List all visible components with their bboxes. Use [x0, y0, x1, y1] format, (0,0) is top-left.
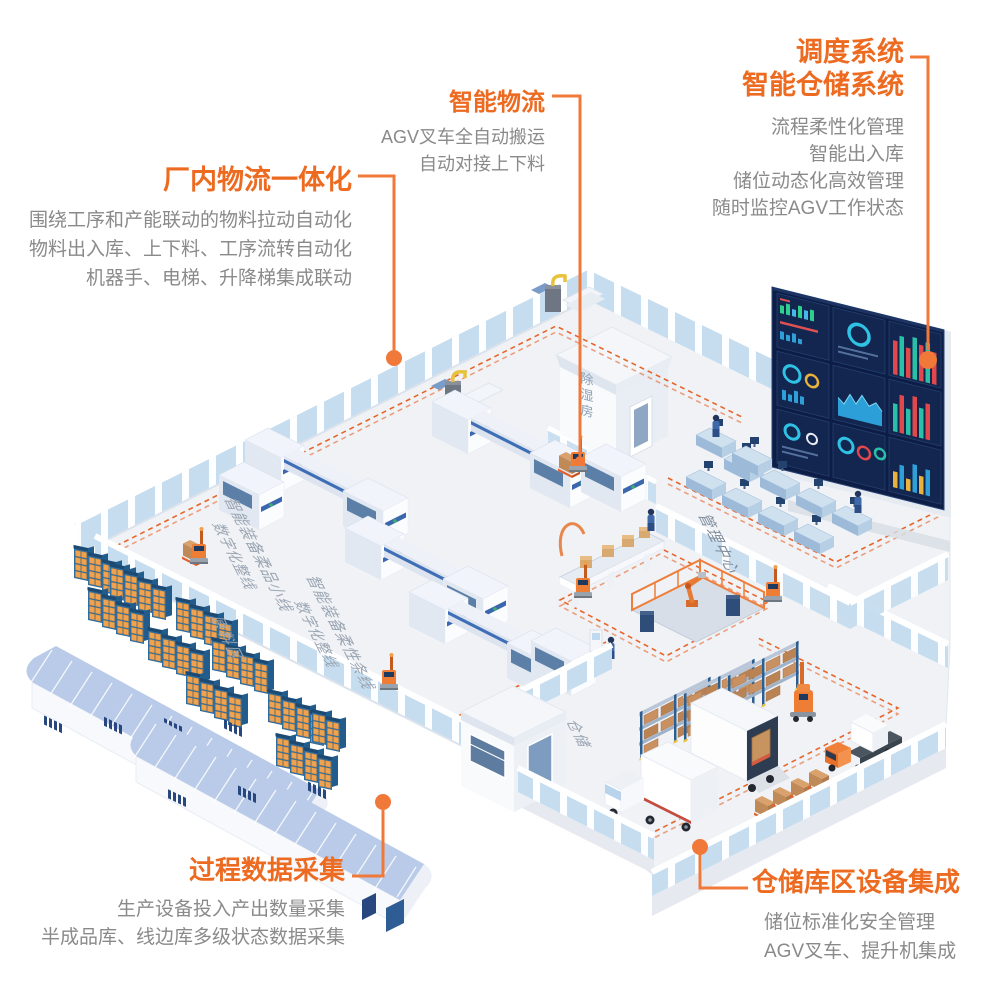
callout-line: AGV叉车、提升机集成: [764, 941, 957, 962]
callout-line: 机器手、电梯、升降梯集成联动: [85, 268, 352, 289]
dehumidifier-room: 除湿房: [554, 326, 674, 462]
conveyor-worker: [647, 508, 655, 531]
callout-title: 智能物流: [449, 89, 545, 116]
callout-line: 流程柔性化管理: [770, 117, 904, 138]
connector-factory-logistics: [358, 174, 396, 350]
callout-title: 仓储库区设备集成: [752, 867, 961, 897]
reach-forklift: [790, 662, 816, 722]
callout-line: 自动对接上下料: [419, 154, 545, 174]
callout-warehouse-integration: 仓储库区设备集成 储位标准化安全管理 AGV叉车、提升机集成: [752, 862, 960, 966]
callout-factory-logistics: 厂内物流一体化 围绕工序和产能联动的物料拉动自动化 物料出入库、上下料、工序流转…: [29, 158, 352, 293]
callout-line: AGV叉车全自动搬运: [380, 127, 545, 147]
callout-line: 智能出入库: [808, 144, 904, 165]
connector-dispatch-system: [910, 55, 930, 350]
callout-title-line1: 调度系统: [796, 37, 904, 67]
office-worker: [712, 414, 720, 437]
warehouse-window: [44, 715, 47, 726]
connector-smart-logistics: [552, 94, 582, 456]
trucks: [604, 687, 902, 832]
connector-warehouse-integration: [698, 854, 748, 890]
kiosk: [589, 629, 603, 653]
dashboard-screen: [771, 286, 951, 552]
warehouse-buildings: [26, 646, 432, 932]
callout-title-line2: 智能仓储系统: [742, 70, 904, 100]
dehumidifier-room-label: 除湿房: [579, 370, 594, 422]
callout-connectors: [352, 55, 937, 890]
callout-smart-logistics: 智能物流 AGV叉车全自动搬运 自动对接上下料: [381, 82, 545, 178]
callout-title: 过程数据采集: [188, 855, 345, 885]
callout-line: 物料出入库、上下料、工序流转自动化: [28, 239, 352, 260]
open-trailer-truck: [690, 687, 790, 793]
callout-process-data: 过程数据采集 生产设备投入产出数量采集 半成品库、线边库多级状态数据采集: [41, 850, 345, 952]
callout-title: 厂内物流一体化: [163, 165, 352, 195]
callout-line: 半成品库、线边库多级状态数据采集: [40, 927, 345, 948]
warehouse-building: [130, 720, 432, 932]
callout-line: 储位动态化高效管理: [732, 171, 904, 192]
callout-line: 储位标准化安全管理: [764, 912, 936, 933]
callout-line: 随时监控AGV工作状态: [711, 198, 904, 219]
callout-line: 生产设备投入产出数量采集: [116, 899, 345, 920]
box-truck: [604, 741, 719, 832]
robot-cell: [589, 558, 766, 659]
warehouse-door: [386, 899, 404, 932]
office-worker: [854, 490, 862, 513]
connector-process-data: [352, 810, 385, 878]
callout-line: 围绕工序和产能联动的物料拉动自动化: [28, 210, 352, 231]
callout-dispatch-system: 调度系统 智能仓储系统 流程柔性化管理 智能出入库 储位动态化高效管理 随时监控…: [712, 36, 904, 222]
